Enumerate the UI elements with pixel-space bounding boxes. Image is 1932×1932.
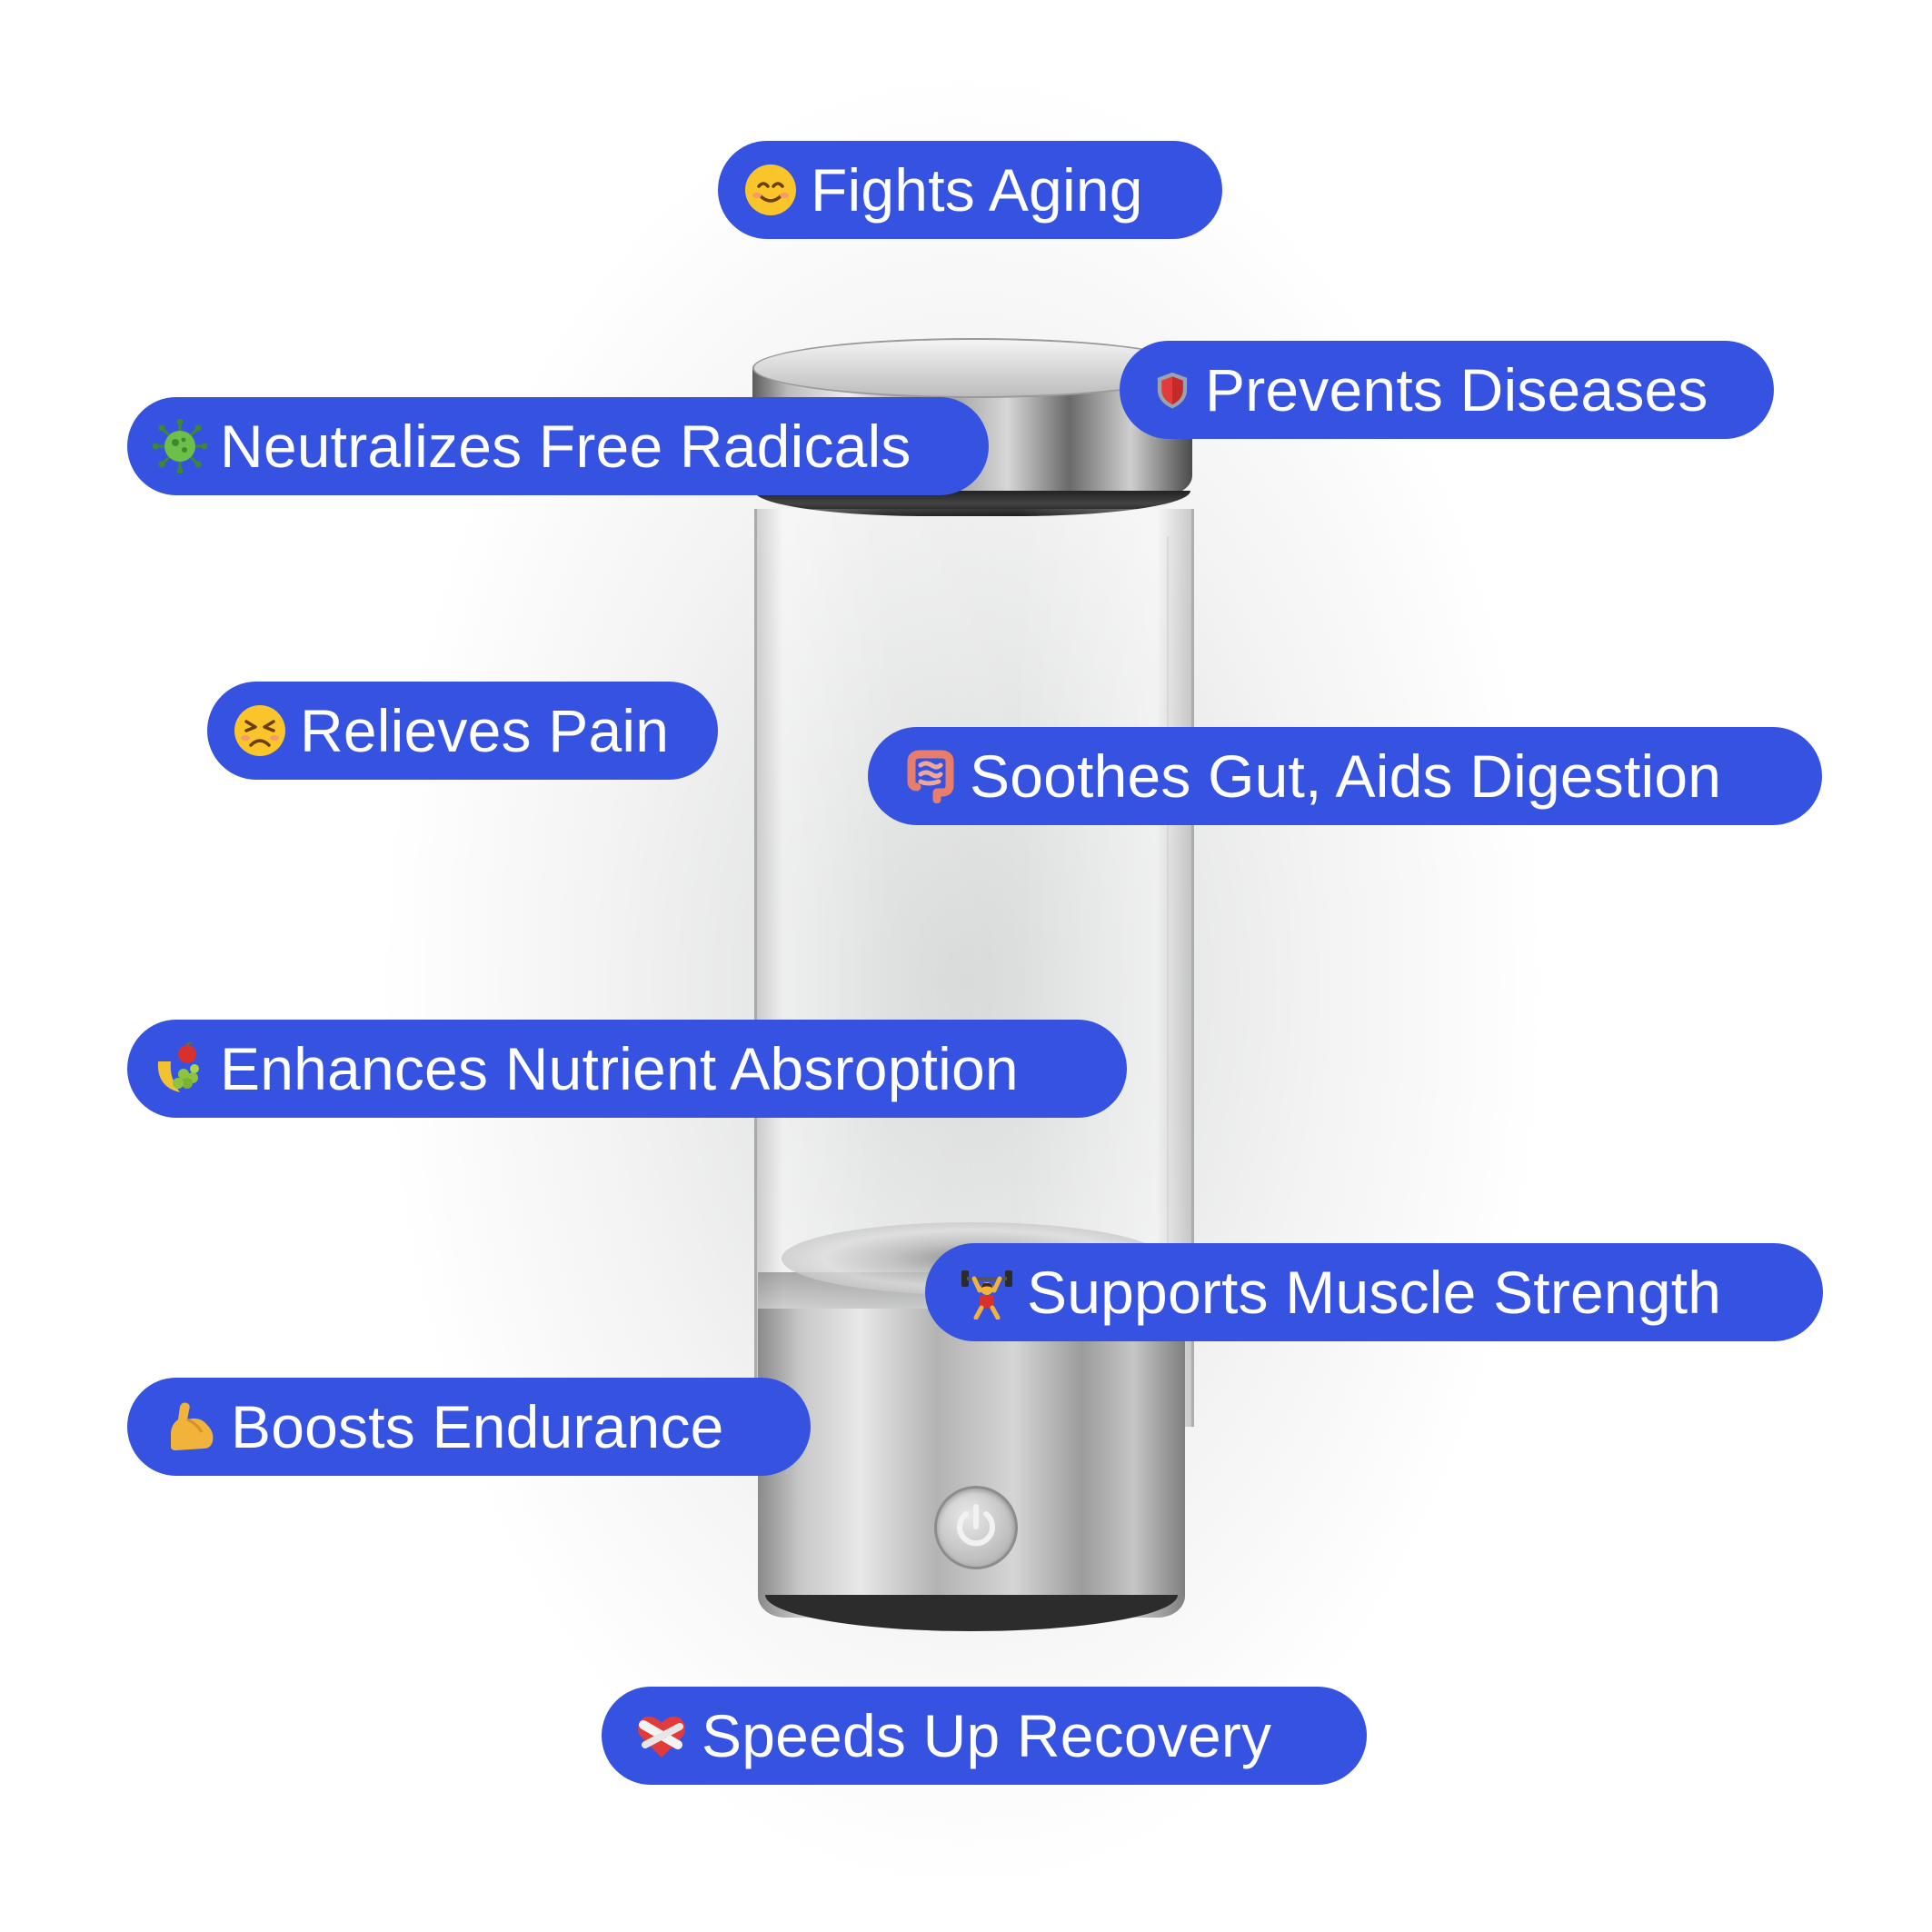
feature-label: Fights Aging — [811, 156, 1143, 224]
weightlifter-icon — [961, 1270, 1012, 1320]
feature-label: Soothes Gut, Aids Digestion — [970, 742, 1722, 810]
power-button[interactable] — [934, 1486, 1018, 1569]
feature-label: Relieves Pain — [300, 697, 670, 764]
feature-pill-relieves-pain: Relieves Pain — [207, 682, 718, 780]
feature-pill-supports-muscle-strength: Supports Muscle Strength — [925, 1243, 1823, 1341]
fruit-bowl-icon — [157, 1041, 199, 1092]
feature-label: Prevents Diseases — [1205, 356, 1708, 423]
feature-pill-neutralizes-free-radicals: Neutralizes Free Radicals — [127, 397, 989, 495]
feature-pill-boosts-endurance: Boosts Endurance — [127, 1378, 811, 1476]
feature-pill-speeds-up-recovery: Speeds Up Recovery — [602, 1687, 1367, 1785]
intestine-icon — [907, 750, 954, 803]
bottle-base — [758, 1309, 1185, 1618]
flexed-biceps-icon — [171, 1402, 214, 1450]
feature-pill-fights-aging: Fights Aging — [718, 141, 1222, 239]
power-icon — [957, 1504, 995, 1547]
smiling-face-icon — [745, 164, 796, 215]
virus-icon — [153, 419, 207, 473]
persevering-face-icon — [234, 705, 285, 756]
feature-pill-enhances-nutrient-absorption: Enhances Nutrient Absroption — [127, 1020, 1127, 1118]
feature-label: Supports Muscle Strength — [1027, 1259, 1722, 1326]
feature-label: Speeds Up Recovery — [702, 1702, 1272, 1769]
mending-heart-icon — [638, 1716, 685, 1758]
feature-pill-soothes-gut: Soothes Gut, Aids Digestion — [868, 727, 1822, 825]
feature-label: Boosts Endurance — [231, 1393, 724, 1460]
bottle-foot — [765, 1595, 1178, 1631]
feature-pill-prevents-diseases: Prevents Diseases — [1120, 341, 1774, 439]
hydrogen-water-bottle — [745, 327, 1200, 1672]
bottle-glass-inner — [760, 536, 1169, 1409]
feature-label: Enhances Nutrient Absroption — [220, 1035, 1019, 1102]
feature-label: Neutralizes Free Radicals — [220, 413, 911, 480]
shield-icon — [1157, 372, 1188, 409]
